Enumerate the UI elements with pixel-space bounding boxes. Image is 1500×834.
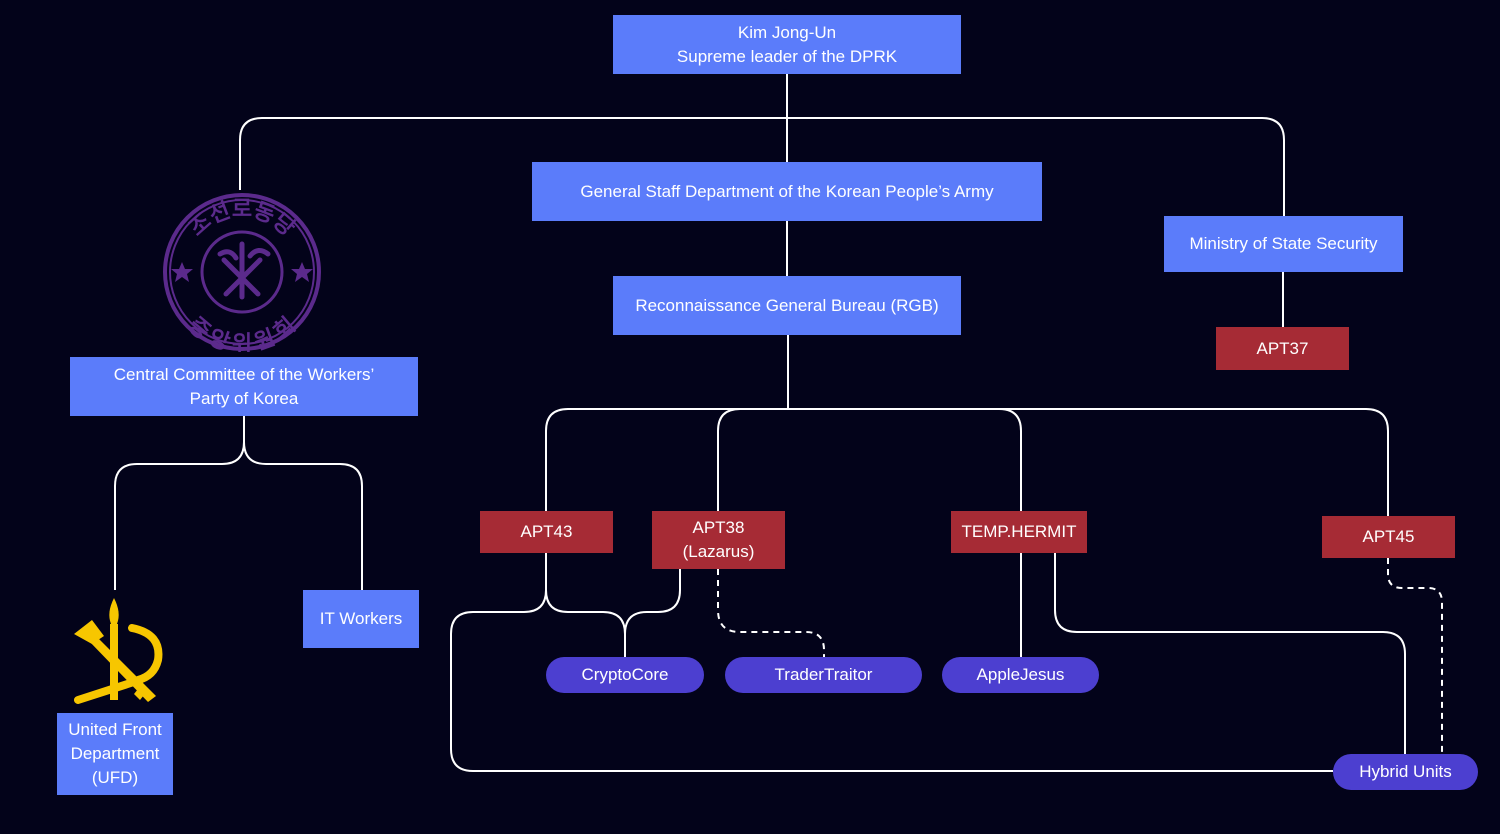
- apt37-node: APT37: [1216, 327, 1349, 370]
- apt45-node: APT45: [1322, 516, 1455, 558]
- hybrid-units-node: Hybrid Units: [1333, 754, 1478, 790]
- apt38-node: APT38 (Lazarus): [652, 511, 785, 569]
- ministry-state-security-node: Ministry of State Security: [1164, 216, 1403, 272]
- temp-hermit-node: TEMP.HERMIT: [951, 511, 1087, 553]
- svg-text:조선로동당: 조선로동당: [185, 197, 300, 241]
- apt43-node: APT43: [480, 511, 613, 553]
- ufd-node: United Front Department (UFD): [57, 713, 173, 795]
- kim-jong-un-node: Kim Jong-Un Supreme leader of the DPRK: [613, 15, 961, 74]
- cryptocore-node: CryptoCore: [546, 657, 704, 693]
- general-staff-node: General Staff Department of the Korean P…: [532, 162, 1042, 221]
- applejesus-node: AppleJesus: [942, 657, 1099, 693]
- central-committee-node: Central Committee of the Workers’ Party …: [70, 357, 418, 416]
- tradertraitor-node: TraderTraitor: [725, 657, 922, 693]
- it-workers-node: IT Workers: [303, 590, 419, 648]
- party-seal-icon: 조선로동당 중앙위원회: [163, 193, 321, 352]
- rgb-node: Reconnaissance General Bureau (RGB): [613, 276, 961, 335]
- hammer-sickle-brush-icon: [74, 598, 163, 704]
- svg-text:중앙위원회: 중앙위원회: [183, 313, 300, 352]
